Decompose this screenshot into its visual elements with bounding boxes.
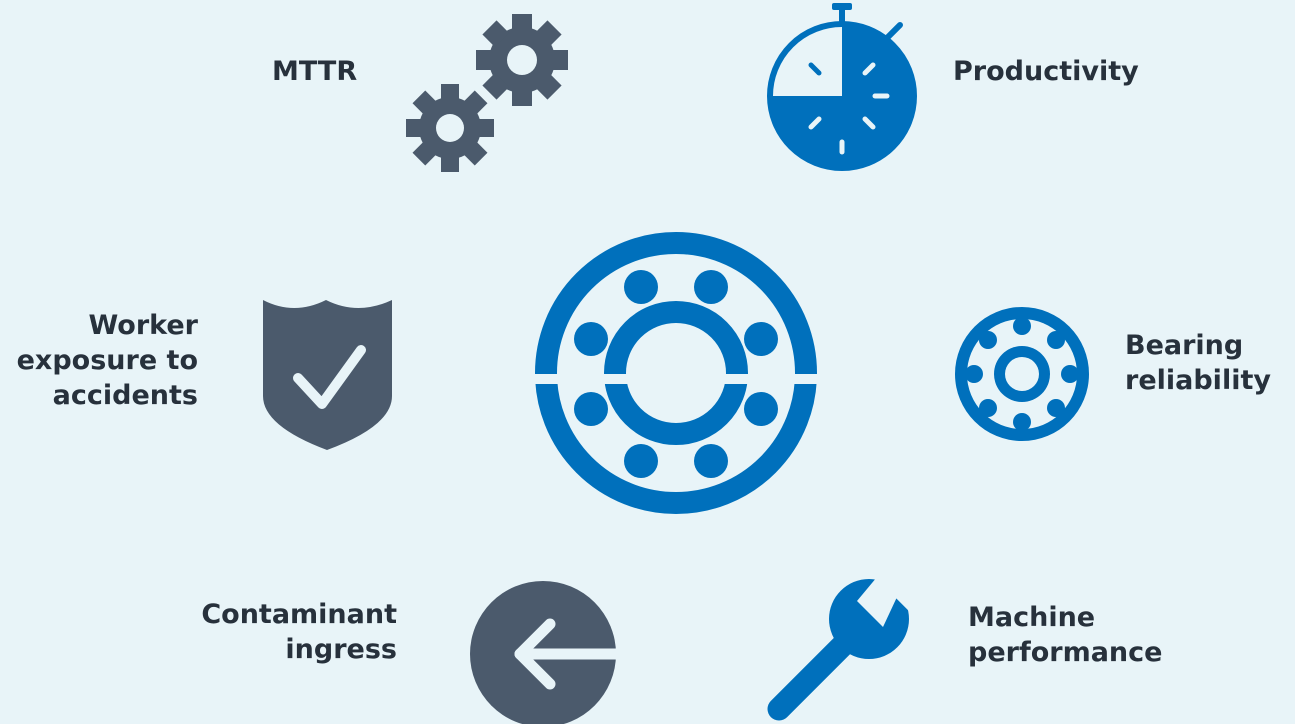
wrench-icon bbox=[765, 554, 924, 723]
label-contaminant-line-2: ingress bbox=[285, 634, 397, 665]
label-worker-line-2: exposure to bbox=[16, 345, 198, 376]
label-machine-performance: Machine performance bbox=[968, 600, 1162, 670]
label-contaminant-ingress: Contaminant ingress bbox=[201, 597, 397, 667]
label-machine-line-1: Machine bbox=[968, 602, 1096, 633]
label-bearing-line-2: reliability bbox=[1125, 365, 1271, 396]
label-worker-line-3: accidents bbox=[52, 380, 198, 411]
arrow-enter-icon bbox=[470, 580, 626, 724]
small-bearing-icon bbox=[945, 300, 1100, 455]
gears-icon bbox=[400, 8, 575, 183]
label-mttr: MTTR bbox=[272, 54, 357, 89]
label-productivity-text: Productivity bbox=[953, 56, 1139, 87]
label-worker-line-1: Worker bbox=[88, 310, 198, 341]
label-bearing-line-1: Bearing bbox=[1125, 330, 1244, 361]
label-bearing-reliability: Bearing reliability bbox=[1125, 328, 1271, 398]
stopwatch-icon bbox=[765, 0, 925, 175]
label-worker-exposure: Worker exposure to accidents bbox=[17, 308, 198, 413]
label-productivity: Productivity bbox=[953, 54, 1139, 89]
bearing-icon bbox=[533, 230, 819, 516]
label-machine-line-2: performance bbox=[968, 637, 1163, 668]
label-mttr-text: MTTR bbox=[272, 56, 358, 87]
label-contaminant-line-1: Contaminant bbox=[201, 599, 397, 630]
shield-check-icon bbox=[260, 298, 395, 453]
